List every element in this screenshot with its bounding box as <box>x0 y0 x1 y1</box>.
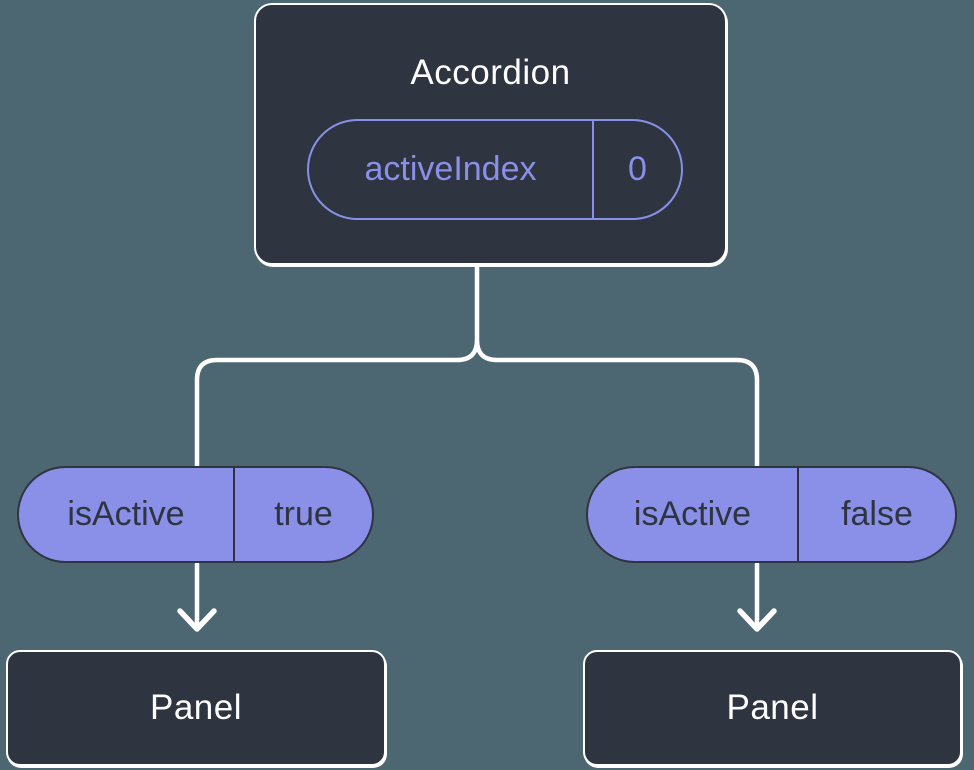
prop-pill-isactive-false: isActive false <box>586 466 957 563</box>
panel-node-left: Panel <box>6 650 386 766</box>
state-name: activeIndex <box>364 150 537 188</box>
arrow-down-icon <box>177 608 217 632</box>
prop-value: false <box>797 468 955 561</box>
accordion-node: Accordion activeIndex 0 <box>254 3 727 265</box>
prop-name: isActive <box>633 495 752 533</box>
panel-node-right: Panel <box>583 650 962 766</box>
prop-pill-isactive-true: isActive true <box>17 466 374 563</box>
accordion-node-title: Accordion <box>410 53 571 92</box>
panel-node-title: Panel <box>726 688 819 727</box>
connector-fork <box>194 263 760 469</box>
state-pill-activeindex: activeIndex 0 <box>307 119 683 220</box>
prop-name: isActive <box>67 495 185 533</box>
arrow-down-icon <box>737 608 777 632</box>
prop-value: true <box>233 468 372 561</box>
state-value: 0 <box>592 121 681 218</box>
panel-node-title: Panel <box>149 688 243 727</box>
